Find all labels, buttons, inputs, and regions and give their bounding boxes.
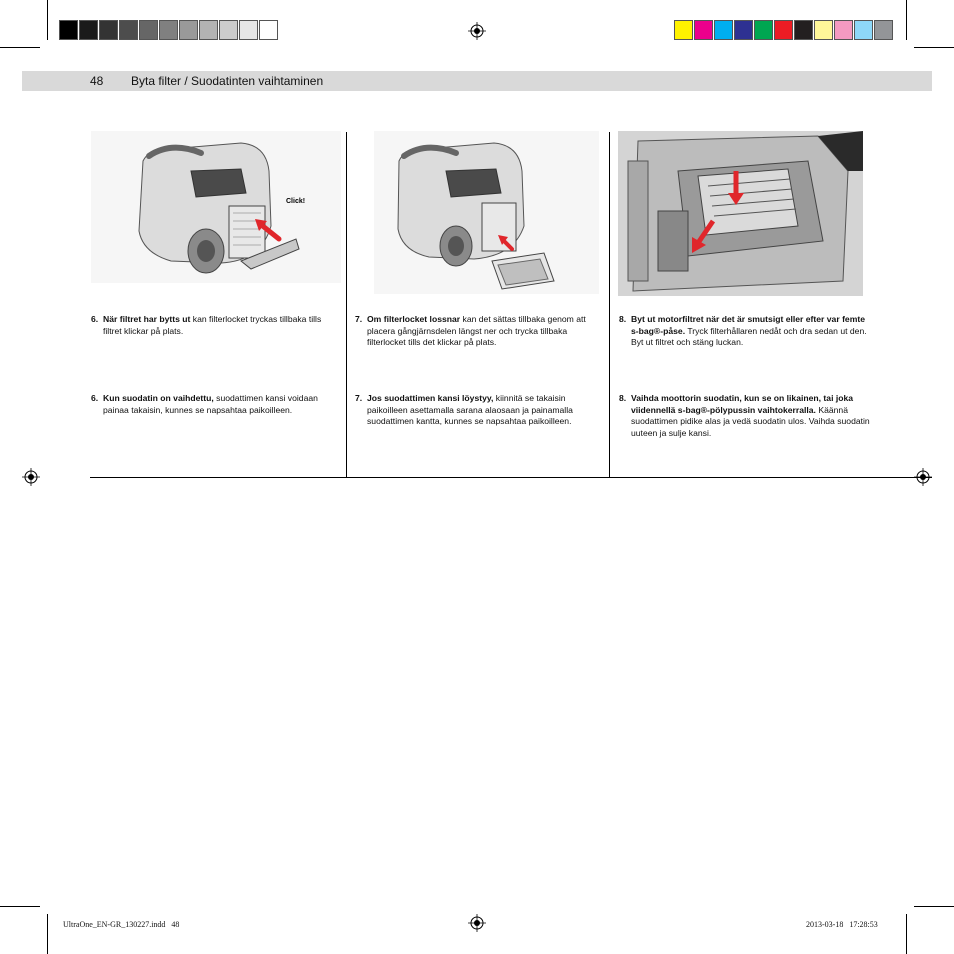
color-swatch: [199, 20, 218, 40]
crop-mark: [906, 0, 907, 40]
color-swatch: [754, 20, 773, 40]
step-number: 6.: [91, 314, 99, 324]
step-text: Tryck filterhållaren nedåt och dra sedan…: [631, 325, 867, 348]
color-swatch: [219, 20, 238, 40]
step-text: kan filterlocket tryckas tillbaka tills …: [103, 314, 322, 336]
click-label: Click!: [286, 198, 305, 205]
column-divider: [346, 132, 347, 477]
step-number: 8.: [619, 314, 627, 324]
step-lead: Jos suodattimen kansi löystyy,: [367, 393, 494, 403]
registration-mark-icon: [22, 468, 40, 486]
color-swatch: [834, 20, 853, 40]
color-swatch: [119, 20, 138, 40]
page-number: 48: [90, 74, 104, 88]
color-swatch: [139, 20, 158, 40]
color-swatch: [874, 20, 893, 40]
color-swatch: [59, 20, 78, 40]
color-swatch: [99, 20, 118, 40]
color-swatch: [79, 20, 98, 40]
footer-timestamp: 2013-03-18 17:28:53: [806, 920, 878, 929]
footer-file-name: UltraOne_EN-GR_130227.indd 48: [63, 920, 180, 929]
registration-mark-icon: [468, 914, 486, 932]
registration-mark-icon: [468, 22, 486, 40]
step-lead: När filtret har bytts ut: [103, 314, 191, 324]
step-number: 7.: [355, 314, 363, 324]
color-swatch: [674, 20, 693, 40]
color-swatch: [259, 20, 278, 40]
step-text: Käännä suodattimen pidike alas ja vedä s…: [631, 404, 870, 438]
color-swatch: [694, 20, 713, 40]
page-title: Byta filter / Suodatinten vaihtaminen: [131, 74, 324, 88]
step-number: 8.: [619, 393, 627, 403]
crop-mark: [47, 914, 48, 954]
color-swatch: [239, 20, 258, 40]
step-number: 7.: [355, 393, 363, 403]
figure-filter-cover-click: Click!: [91, 131, 341, 283]
bottom-rule: [90, 477, 932, 478]
color-swatch: [794, 20, 813, 40]
crop-mark: [906, 914, 907, 954]
crop-mark: [0, 47, 40, 48]
crop-mark: [47, 0, 48, 40]
step-lead: Byt ut motorfiltret när det är smutsigt …: [631, 314, 865, 336]
color-swatch: [774, 20, 793, 40]
color-swatch: [734, 20, 753, 40]
figure-motor-filter: [618, 131, 863, 296]
step-lead: Om filterlocket lossnar: [367, 314, 461, 324]
color-swatch: [179, 20, 198, 40]
step-text: kiinnitä se takaisin paikoilleen asettam…: [367, 393, 573, 426]
step-lead: Vaihda moottorin suodatin, kun se on lik…: [631, 393, 854, 415]
color-swatch: [814, 20, 833, 40]
color-swatch: [714, 20, 733, 40]
step-number: 6.: [91, 393, 99, 403]
color-swatch: [854, 20, 873, 40]
column-divider: [609, 132, 610, 477]
figure-filter-cover-hinge: [374, 131, 599, 294]
step-text: kan det sättas tillbaka genom att placer…: [367, 314, 586, 347]
crop-mark: [914, 47, 954, 48]
page-header-bar: [22, 71, 932, 91]
color-swatch: [159, 20, 178, 40]
crop-mark: [0, 906, 40, 907]
crop-mark: [914, 906, 954, 907]
step-text: suodattimen kansi voidaan painaa takaisi…: [103, 393, 318, 415]
step-lead: Kun suodatin on vaihdettu,: [103, 393, 214, 403]
